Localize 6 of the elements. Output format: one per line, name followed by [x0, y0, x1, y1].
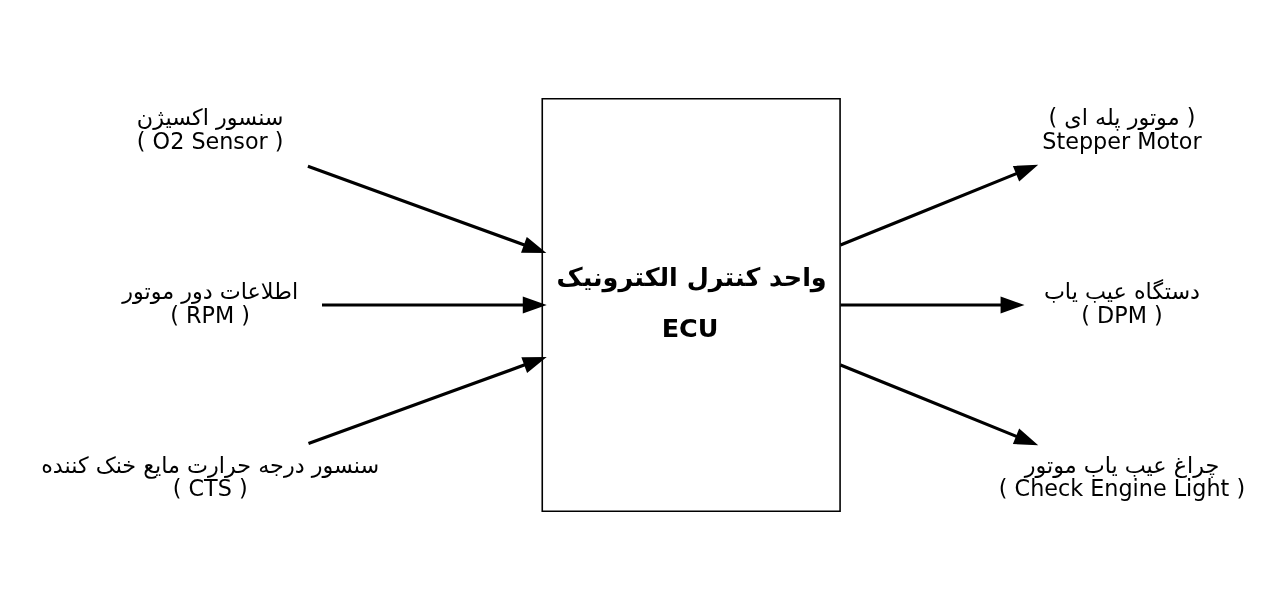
arrow — [839, 164, 1039, 247]
arrow — [307, 164, 547, 253]
arrow — [839, 363, 1039, 446]
arrow — [322, 296, 547, 314]
arrow — [840, 296, 1025, 314]
arrow — [307, 356, 547, 445]
